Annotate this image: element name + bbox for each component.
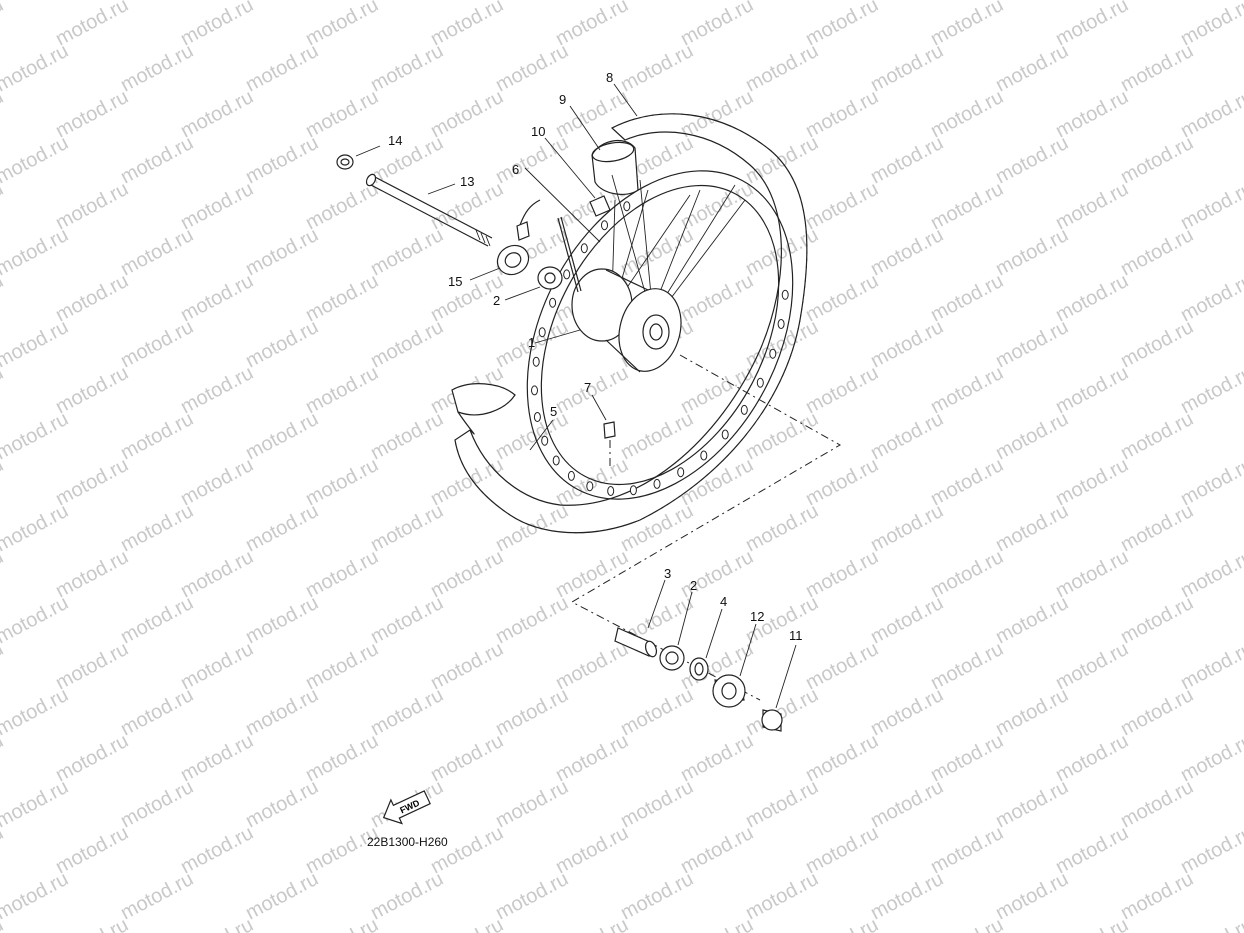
- collar-11: [761, 709, 783, 732]
- spoke-6b: [560, 216, 582, 292]
- leader-lines: [355, 83, 797, 709]
- callout-labels: 1 2 3 2 4 12 11 5 6 7 8 9 10 13 14 15: [388, 70, 803, 643]
- callout-4: 4: [720, 594, 727, 609]
- spoke-hole: [769, 348, 777, 359]
- rim-band-opening: [591, 141, 635, 163]
- spoke-hole: [700, 450, 708, 461]
- spoke-hole: [533, 412, 541, 422]
- spoke-hole: [607, 486, 615, 496]
- oil-seal-4: [689, 657, 709, 681]
- spoke-hole: [601, 220, 608, 231]
- axle-13: [365, 173, 493, 247]
- spoke-hole: [563, 269, 571, 280]
- hub-bore: [649, 323, 663, 341]
- callout-14: 14: [388, 133, 402, 148]
- callout-15: 15: [448, 274, 462, 289]
- tire-tread-outer: [454, 113, 808, 534]
- spoke-hole: [677, 467, 685, 478]
- spoke-hole: [531, 385, 538, 396]
- spoke-hole: [538, 327, 546, 338]
- hub-body: [605, 269, 649, 373]
- callout-11: 11: [789, 628, 803, 643]
- callout-9: 9: [559, 92, 566, 107]
- assembly-axis-line: [570, 354, 842, 701]
- spoke-hole: [756, 377, 764, 388]
- callout-13: 13: [460, 174, 474, 189]
- spoke-hole: [740, 404, 748, 415]
- spoke-hole: [777, 319, 785, 329]
- callout-10: 10: [531, 124, 545, 139]
- spoke-hole: [549, 297, 557, 308]
- spoke-hole: [781, 289, 789, 300]
- axle-nut-14: [336, 154, 354, 170]
- spoke-hole: [552, 455, 560, 466]
- spoke-hole: [623, 201, 631, 212]
- tire-outline: [454, 113, 808, 534]
- rim-spoke-holes: [531, 201, 789, 496]
- callout-5: 5: [550, 404, 557, 419]
- tire-cut-section: [451, 383, 516, 416]
- collar-12: [712, 674, 746, 708]
- hub-center: [642, 314, 670, 350]
- spoke-6: [557, 217, 579, 293]
- valve-stem-10: [589, 195, 611, 217]
- valve-cap-7: [603, 421, 616, 439]
- fwd-arrow-icon: FWD: [382, 790, 431, 825]
- callout-7: 7: [584, 380, 591, 395]
- collar-3: [614, 627, 658, 658]
- callout-8: 8: [606, 70, 613, 85]
- meter-gear-unit-15: [496, 199, 541, 276]
- spoke-hole: [629, 485, 637, 496]
- spoke-hole: [586, 481, 594, 492]
- callout-2-upper: 2: [493, 293, 500, 308]
- spoke-hole: [532, 356, 540, 367]
- callout-2-lower: 2: [690, 578, 697, 593]
- callout-6: 6: [512, 162, 519, 177]
- rim-band: [591, 139, 639, 196]
- spoke-hole: [580, 243, 588, 254]
- diagram-code: 22B1300-H260: [367, 835, 448, 849]
- spoke-hole: [541, 435, 549, 446]
- spoke-hole: [721, 429, 729, 440]
- callout-3: 3: [664, 566, 671, 581]
- rim-inner: [540, 184, 780, 486]
- spoke-hole: [653, 478, 661, 489]
- callout-12: 12: [750, 609, 764, 624]
- bearing-2-upper: [537, 266, 563, 290]
- bearing-2-lower: [659, 645, 685, 671]
- spoke-hole: [567, 470, 575, 481]
- spokes: [611, 174, 746, 311]
- tire-cut-inner: [457, 411, 475, 435]
- callout-1: 1: [528, 335, 535, 350]
